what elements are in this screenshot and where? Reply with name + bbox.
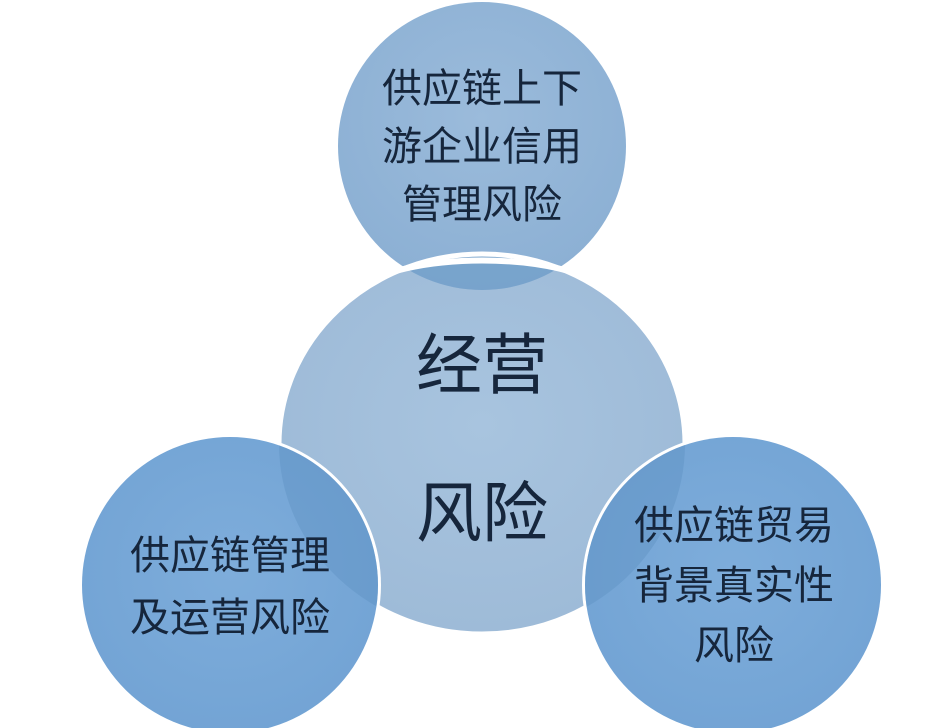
- left-bubble-label: 供应链管理 及运营风险: [110, 525, 350, 649]
- center-label-line-1: 经营: [416, 327, 548, 404]
- left-bubble: [82, 437, 378, 728]
- right-label-line-3: 风险: [694, 623, 774, 669]
- top-label-line-1: 供应链上下: [382, 66, 582, 112]
- right-bubble-label: 供应链贸易 背景真实性 风险: [614, 496, 854, 676]
- right-bubble: [585, 437, 881, 728]
- top-label-line-3: 管理风险: [402, 182, 562, 228]
- right-label-line-1: 供应链贸易: [634, 503, 834, 549]
- center-label-line-2: 风险: [416, 475, 548, 552]
- center-bubble-label: 经营 风险: [382, 318, 582, 614]
- left-label-line-2: 及运营风险: [130, 595, 330, 641]
- top-bubble-label: 供应链上下 游企业信用 管理风险: [362, 60, 602, 234]
- right-label-line-2: 背景真实性: [634, 563, 834, 609]
- top-center-divider: [350, 257, 614, 295]
- top-bubble: [338, 2, 626, 290]
- left-label-line-1: 供应链管理: [130, 533, 330, 579]
- center-bubble: [279, 254, 685, 634]
- top-label-line-2: 游企业信用: [382, 124, 582, 170]
